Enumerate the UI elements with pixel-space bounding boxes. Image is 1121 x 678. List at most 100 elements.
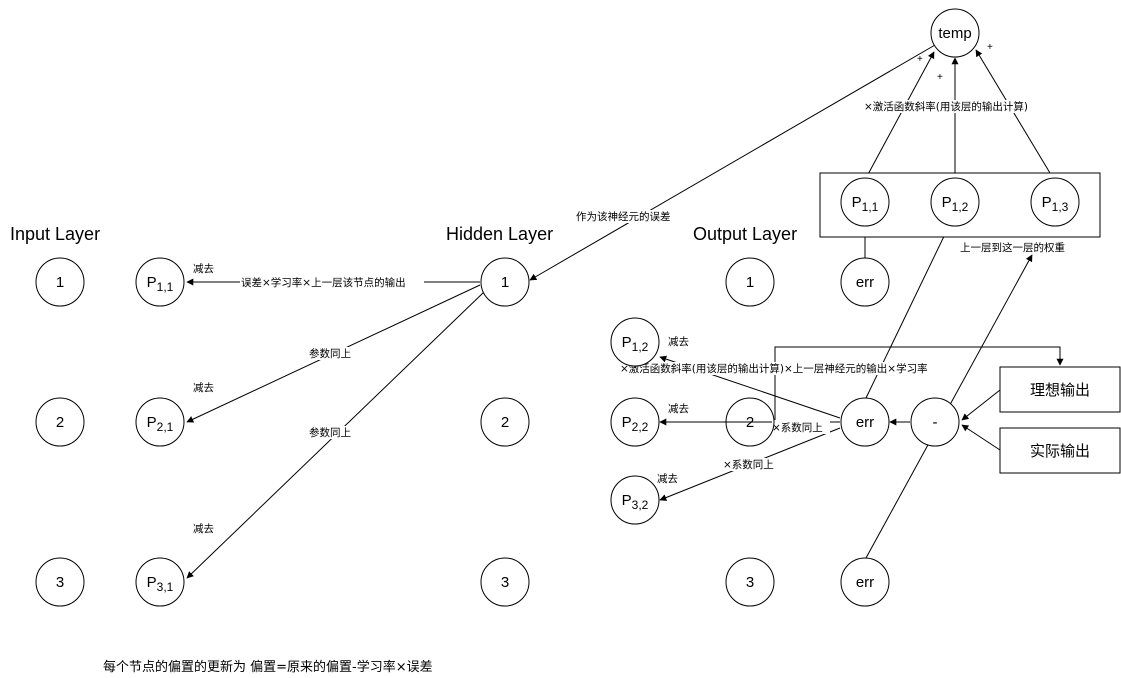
param-p13-top (1030, 177, 1080, 227)
output-node-2 (725, 397, 775, 447)
param-p12-top-base: P (942, 194, 952, 211)
label-subtract-p12mid: 减去 (668, 336, 689, 348)
param-p22-mid-base: P (622, 414, 632, 431)
output-node-3-label: 3 (746, 574, 754, 591)
input-node-2-label: 2 (56, 414, 64, 431)
param-p31-left (135, 557, 185, 607)
edge-labels: 误差×学习率×上一层该节点的输出 减去 参数同上 减去 参数同上 减去 作为该神… (193, 42, 1065, 535)
input-node-1 (35, 257, 85, 307)
param-p12-mid (610, 317, 660, 367)
label-output-formula: ×激活函数斜率(用该层的输出计算)×上一层神经元的输出×学习率 (620, 362, 928, 375)
actual-output-box (999, 427, 1121, 474)
param-p11-left-sub: 1,1 (157, 280, 174, 294)
label-as-error: 作为该神经元的误差 (576, 210, 671, 223)
hidden-layer: 1 2 3 (480, 257, 530, 607)
input-node-3 (35, 557, 85, 607)
bias-update-note: 每个节点的偏置的更新为 偏置=原来的偏置-学习率×误差 (103, 659, 433, 675)
param-p11-top-label: P1,1 (852, 194, 879, 214)
param-p21-left-sub: 2,1 (157, 420, 174, 434)
param-p11-left (135, 257, 185, 307)
param-p22-mid-sub: 2,2 (632, 420, 649, 434)
param-p12-mid-label: P1,2 (622, 334, 649, 354)
hidden-node-2-label: 2 (501, 414, 509, 431)
temp-node (930, 8, 980, 58)
input-node-3-label: 3 (56, 574, 64, 591)
error-node-bottom-label: err (856, 574, 874, 591)
error-node-top-label: err (856, 274, 874, 291)
param-p11-left-label: P1,1 (147, 274, 174, 294)
edge-output2-to-ideal (774, 346, 1064, 420)
output-node-1-label: 1 (746, 274, 754, 291)
output-node-1 (725, 257, 775, 307)
label-same-params-2: 参数同上 (309, 426, 351, 439)
label-subtract-p11: 减去 (193, 263, 214, 275)
param-p13-top-label: P1,3 (1042, 194, 1069, 214)
left-params: P1,1 P2,1 P3,1 (135, 257, 185, 607)
param-p31-left-base: P (147, 574, 157, 591)
label-plus-1: + (917, 54, 923, 65)
input-layer: 1 2 3 (35, 257, 85, 607)
param-p12-top-sub: 1,2 (952, 200, 969, 214)
param-p21-left (135, 397, 185, 447)
hidden-node-1-label: 1 (501, 274, 509, 291)
temp-node-label: temp (938, 25, 971, 42)
edge-p13top-to-temp (975, 49, 1054, 179)
input-node-1-label: 1 (56, 274, 64, 291)
label-activation-slope: ×激活函数斜率(用该层的输出计算) (864, 100, 1028, 113)
hidden-node-3-label: 3 (501, 574, 509, 591)
param-p11-top (840, 177, 890, 227)
param-p22-mid (610, 397, 660, 447)
error-node-mid-label: err (856, 414, 874, 431)
edge-p11top-to-temp (865, 51, 935, 179)
label-subtract-p31: 减去 (193, 523, 214, 535)
param-p13-top-base: P (1042, 194, 1052, 211)
hidden-node-2 (480, 397, 530, 447)
param-p12-top (930, 177, 980, 227)
edge-actual-to-minus (961, 424, 1001, 451)
label-error-formula: 误差×学习率×上一层该节点的输出 (241, 276, 406, 289)
minus-node (910, 397, 960, 447)
output-node-2-label: 2 (746, 414, 754, 431)
param-p32-mid-base: P (622, 492, 632, 509)
edge-temp-to-hidden1 (529, 44, 936, 281)
param-p32-mid-sub: 3,2 (632, 498, 649, 512)
hidden-node-3 (480, 557, 530, 607)
param-p31-left-label: P3,1 (147, 574, 174, 594)
error-node-mid (840, 397, 890, 447)
param-p12-mid-base: P (622, 334, 632, 351)
output-node-3 (725, 557, 775, 607)
label-same-coeff-1: ×系数同上 (772, 421, 823, 434)
output-layer-title: Output Layer (693, 224, 797, 244)
label-same-params-1: 参数同上 (309, 347, 351, 360)
hidden-node-1 (480, 257, 530, 307)
param-p12-mid-sub: 1,2 (632, 340, 649, 354)
label-subtract-p22mid: 减去 (668, 403, 689, 415)
ideal-output-label: 理想输出 (1030, 381, 1090, 399)
param-p32-mid (610, 475, 660, 525)
param-p12-top-label: P1,2 (942, 194, 969, 214)
edge-ideal-to-minus (961, 389, 1001, 421)
param-p22-mid-label: P2,2 (622, 414, 649, 434)
error-node-bottom (840, 557, 890, 607)
ideal-output-box (999, 366, 1121, 413)
input-layer-title: Input Layer (10, 224, 100, 244)
label-subtract-p21: 减去 (193, 382, 214, 394)
param-p11-top-base: P (852, 194, 862, 211)
param-p32-mid-label: P3,2 (622, 492, 649, 512)
error-nodes: err err err - (840, 257, 960, 607)
param-p11-left-base: P (147, 274, 157, 291)
hidden-layer-title: Hidden Layer (446, 224, 553, 244)
label-same-coeff-2: ×系数同上 (723, 458, 774, 471)
label-plus-3: + (987, 42, 993, 53)
label-prev-to-this-weights: 上一层到这一层的权重 (960, 241, 1065, 254)
weights-group: P1,1 P1,2 P1,3 (819, 172, 1101, 238)
param-p21-left-label: P2,1 (147, 414, 174, 434)
label-subtract-p32mid: 减去 (657, 473, 678, 485)
minus-node-label: - (933, 414, 938, 431)
actual-output-label: 实际输出 (1030, 442, 1090, 460)
mid-params: P1,2 P2,2 P3,2 (610, 317, 660, 525)
param-p31-left-sub: 3,1 (157, 580, 174, 594)
param-p11-top-sub: 1,1 (862, 200, 879, 214)
param-p13-top-sub: 1,3 (1052, 200, 1069, 214)
